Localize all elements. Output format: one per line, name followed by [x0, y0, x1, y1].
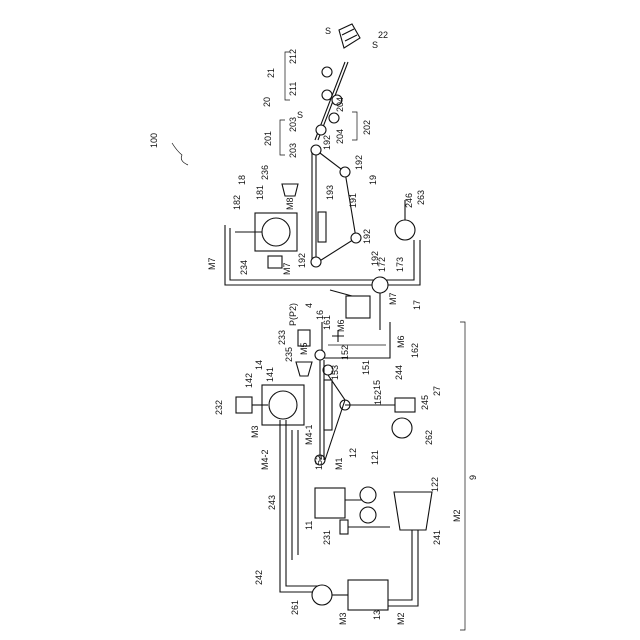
label-152c: 152	[314, 455, 324, 470]
label-M5: M5	[299, 342, 309, 355]
label-263: 263	[416, 190, 426, 205]
label-244: 244	[394, 365, 404, 380]
label-P2: P(P2)	[288, 303, 298, 326]
label-152b: 152	[373, 390, 383, 405]
label-192c: 192	[362, 229, 372, 244]
label-181: 181	[255, 185, 265, 200]
label-4: 4	[304, 303, 314, 308]
label-204a: 204	[335, 97, 345, 112]
label-12: 12	[348, 448, 358, 458]
unit-19: 192 192 192 192 192 191 19 193	[297, 135, 380, 268]
label-100: 100	[149, 133, 159, 148]
label-182: 182	[232, 195, 242, 210]
label-241: 241	[432, 530, 442, 545]
label-202: 202	[362, 120, 372, 135]
label-M2b: M2	[396, 612, 406, 625]
label-192b: 192	[354, 155, 364, 170]
label-M4-1: M4-1	[304, 424, 314, 445]
unit-18: 18 181 182 M8 236 M7 234 M7	[207, 165, 420, 285]
unit-122: 122 M2 241	[394, 477, 462, 545]
label-M4-2: M4-2	[260, 449, 270, 470]
label-19: 19	[368, 175, 378, 185]
bracket-9	[460, 322, 465, 630]
label-246: 246	[404, 193, 414, 208]
label-M3b: M3	[338, 612, 348, 625]
label-122: 122	[430, 477, 440, 492]
label-242: 242	[254, 570, 264, 585]
label-11: 11	[304, 521, 314, 530]
label-162: 162	[410, 343, 420, 358]
label-243: 243	[267, 495, 277, 510]
label-151: 151	[361, 360, 371, 375]
label-27: 27	[432, 386, 442, 396]
label-161: 161	[322, 315, 332, 330]
label-261: 261	[290, 600, 300, 615]
unit-263: 246 263	[395, 190, 426, 240]
label-M7a: M7	[207, 257, 217, 270]
unit-22: S S 22	[325, 24, 388, 50]
label-193: 193	[325, 185, 335, 200]
label-M3a: M3	[250, 425, 260, 438]
label-201: 201	[263, 131, 273, 146]
label-231: 231	[322, 530, 332, 545]
label-191: 191	[348, 193, 358, 208]
label-192a: 192	[322, 135, 332, 150]
label-21: 21	[266, 68, 276, 78]
label-9: 9	[468, 475, 478, 480]
label-17: 17	[412, 300, 422, 310]
label-234: 234	[239, 260, 249, 275]
unit-233: 233 235 M5	[277, 330, 312, 376]
label-S2: S	[372, 40, 378, 50]
label-141: 141	[265, 367, 275, 382]
label-M7c: M7	[388, 292, 398, 305]
label-M1: M1	[334, 457, 344, 470]
label-15: 15	[372, 380, 382, 390]
label-153: 153	[330, 365, 340, 380]
label-245: 245	[420, 395, 430, 410]
label-20: 20	[262, 97, 272, 107]
label-M8: M8	[285, 197, 295, 210]
label-22: 22	[378, 30, 388, 40]
label-211: 211	[288, 82, 298, 96]
unit-13: 261 M3 13 M2	[290, 580, 406, 625]
label-14: 14	[254, 360, 264, 370]
label-262: 262	[424, 430, 434, 445]
label-212: 212	[288, 49, 298, 64]
label-M7b: M7	[282, 262, 292, 275]
label-142: 142	[244, 373, 254, 388]
label-235: 235	[284, 347, 294, 362]
unit-21: 21 212 211	[266, 49, 348, 140]
label-173: 173	[395, 257, 405, 272]
label-192e: 192	[297, 253, 307, 268]
unit-27: 245 27 262	[392, 386, 442, 445]
label-203b: 203	[288, 143, 298, 158]
label-152a: 152	[340, 345, 350, 360]
label-233: 233	[277, 330, 287, 345]
label-18: 18	[237, 175, 247, 185]
label-172: 172	[377, 257, 387, 272]
label-232: 232	[214, 400, 224, 415]
label-203a: 203	[288, 117, 298, 132]
label-236: 236	[260, 165, 270, 180]
label-13: 13	[372, 610, 382, 620]
label-204b: 204	[335, 129, 345, 144]
label-121: 121	[370, 450, 380, 465]
unit-14: 14 141 142 232 M3 M4-2	[214, 360, 304, 470]
label-M6b: M6	[396, 335, 406, 348]
label-M2a: M2	[452, 509, 462, 522]
label-S1: S	[325, 26, 331, 36]
unit-17: 172 173 M7 17 4 P(P2)	[288, 257, 422, 330]
arrow-100	[172, 143, 188, 165]
